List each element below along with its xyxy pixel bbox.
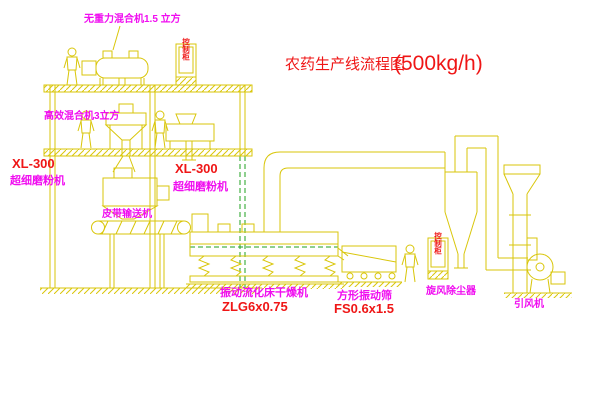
worker-figure xyxy=(401,244,419,283)
pulverizer xyxy=(101,167,170,220)
label-dryer-model: ZLG6x0.75 xyxy=(222,299,288,314)
label-dryer-name: 振动流化床干燥机 xyxy=(220,285,308,299)
label-conveyor: 皮带输送机 xyxy=(101,207,152,220)
label-fan: 引风机 xyxy=(514,297,544,310)
draft-fan xyxy=(504,253,572,298)
cyclone-separator xyxy=(444,135,528,271)
fluid-bed-dryer xyxy=(186,213,349,289)
vibrating-sieve xyxy=(338,245,402,287)
label-cyclone: 旋风除尘器 xyxy=(425,284,477,297)
label-mill-left-name: 超细磨粉机 xyxy=(9,173,65,187)
efficient-mixer xyxy=(104,103,148,173)
control-cabinet-1: 控制柜 xyxy=(175,36,197,86)
cabinet-label: 控制柜 xyxy=(433,230,442,255)
label-top-mixer: 无重力混合机1.5 立方 xyxy=(83,12,181,25)
cabinet-label: 控制柜 xyxy=(181,36,190,61)
diagram-capacity: (500kg/h) xyxy=(394,52,483,75)
gravity-mixer xyxy=(81,25,149,85)
diagram-title: 农药生产线流程图 xyxy=(285,56,405,73)
control-cabinet-2: 控制柜 xyxy=(427,230,449,280)
hidden-lines xyxy=(190,156,338,288)
building-frame xyxy=(40,84,262,294)
label-sieve-name: 方形振动筛 xyxy=(337,288,392,302)
exhaust-stack xyxy=(503,164,541,293)
feeder-machine xyxy=(165,113,215,161)
label-mill-mid-name: 超细磨粉机 xyxy=(172,179,228,193)
label-mixer2: 高效混合机3立方 xyxy=(44,109,120,122)
label-mill-mid-model: XL-300 xyxy=(175,161,218,176)
worker-figure xyxy=(63,47,81,86)
label-sieve-model: FS0.6x1.5 xyxy=(334,301,394,316)
label-mill-left-model: XL-300 xyxy=(12,156,55,171)
exhaust-duct xyxy=(263,151,446,232)
belt-conveyor xyxy=(91,220,191,288)
